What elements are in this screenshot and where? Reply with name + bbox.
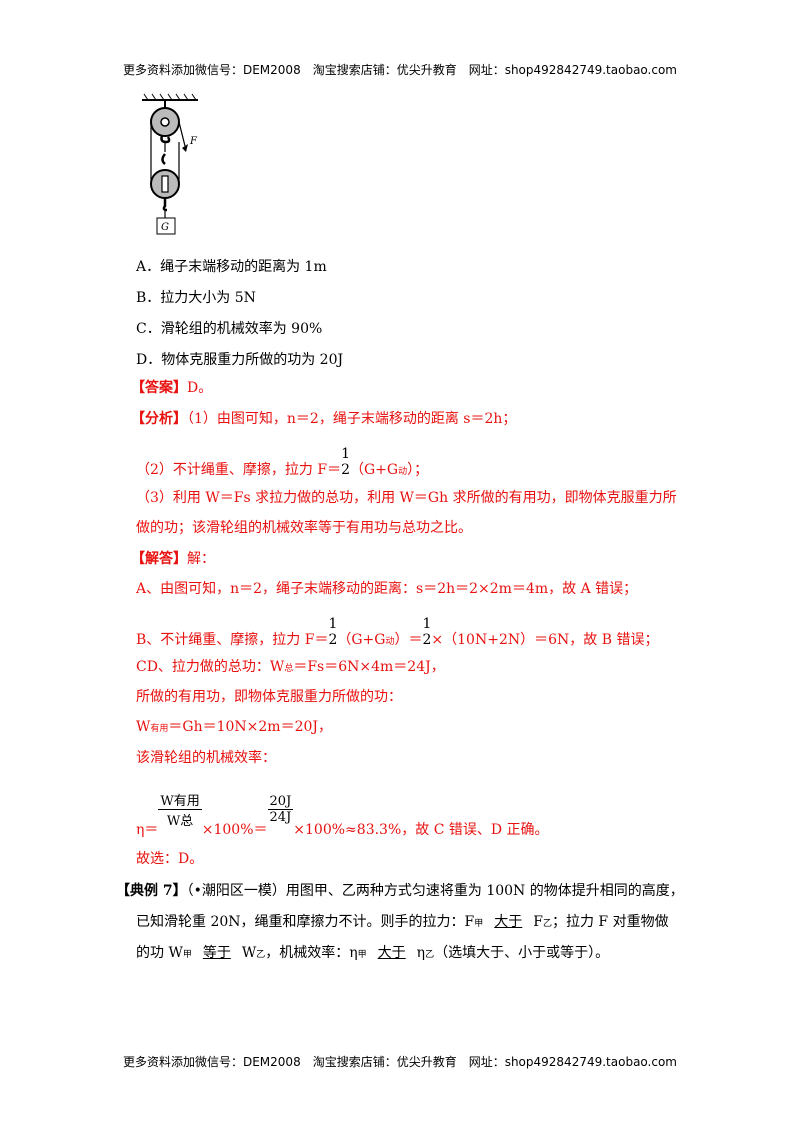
force-label: F: [189, 136, 198, 147]
page-footer: 更多资料添加微信号：DEM2008 淘宝搜索店铺：优尖升教育 网址：shop49…: [122, 1055, 677, 1069]
solution-choose: 故选：D。: [136, 851, 204, 867]
weight-box: [156, 217, 176, 235]
answer-blank-3: 大于: [377, 945, 406, 961]
analysis-line-1: 【分析】（1）由图可知，n＝2，绳子末端移动的距离 s＝2h；: [131, 411, 517, 427]
solution-cd-3: W有用＝Gh＝10N×2m＝20J，: [136, 719, 333, 735]
option-a: A．绳子末端移动的距离为 1m: [136, 259, 327, 275]
solution-a: A、由图可知，n＝2，绳子末端移动的距离：s＝2h＝2×2m＝4m，故 A 错误…: [136, 581, 638, 597]
example-tag: 【典例 7】: [116, 883, 187, 899]
solution-cd-4: 该滑轮组的机械效率：: [136, 750, 276, 766]
solution-head: 【解答】解：: [131, 551, 215, 567]
analysis-line-4: 做的功；该滑轮组的机械效率等于有用功与总功之比。: [136, 520, 472, 536]
option-d: D．物体克服重力所做的功为 20J: [136, 352, 344, 368]
answer-text: D。: [187, 380, 213, 396]
analysis-line-3: （3）利用 W＝Fs 求拉力做的总功，利用 W＝Gh 求所做的有用功，即物体克服…: [136, 490, 677, 506]
example-line-1: 【典例 7】（•潮阳区一模）用图甲、乙两种方式匀速将重为 100N 的物体提升相…: [116, 883, 684, 899]
answer-blank-1: 大于: [494, 914, 523, 930]
page-header: 更多资料添加微信号：DEM2008 淘宝搜索店铺：优尖升教育 网址：shop49…: [122, 63, 677, 77]
solution-tag: 【解答】: [131, 551, 187, 567]
ceiling: [142, 93, 198, 101]
option-c: C．滑轮组的机械效率为 90%: [136, 321, 323, 337]
answer-line: 【答案】D。: [131, 377, 212, 397]
option-b: B．拉力大小为 5N: [136, 290, 256, 306]
pulley-system-figure: F G: [142, 93, 198, 235]
solution-cd-2: 所做的有用功，即物体克服重力所做的功：: [136, 689, 402, 705]
solution-cd-1: CD、拉力做的总功：W总＝Fs＝6N×4m＝24J，: [136, 659, 445, 675]
analysis-tag: 【分析】: [131, 411, 187, 427]
box-label: G: [161, 222, 169, 233]
answer-tag: 【答案】: [131, 380, 187, 396]
answer-blank-2: 等于: [202, 945, 231, 961]
